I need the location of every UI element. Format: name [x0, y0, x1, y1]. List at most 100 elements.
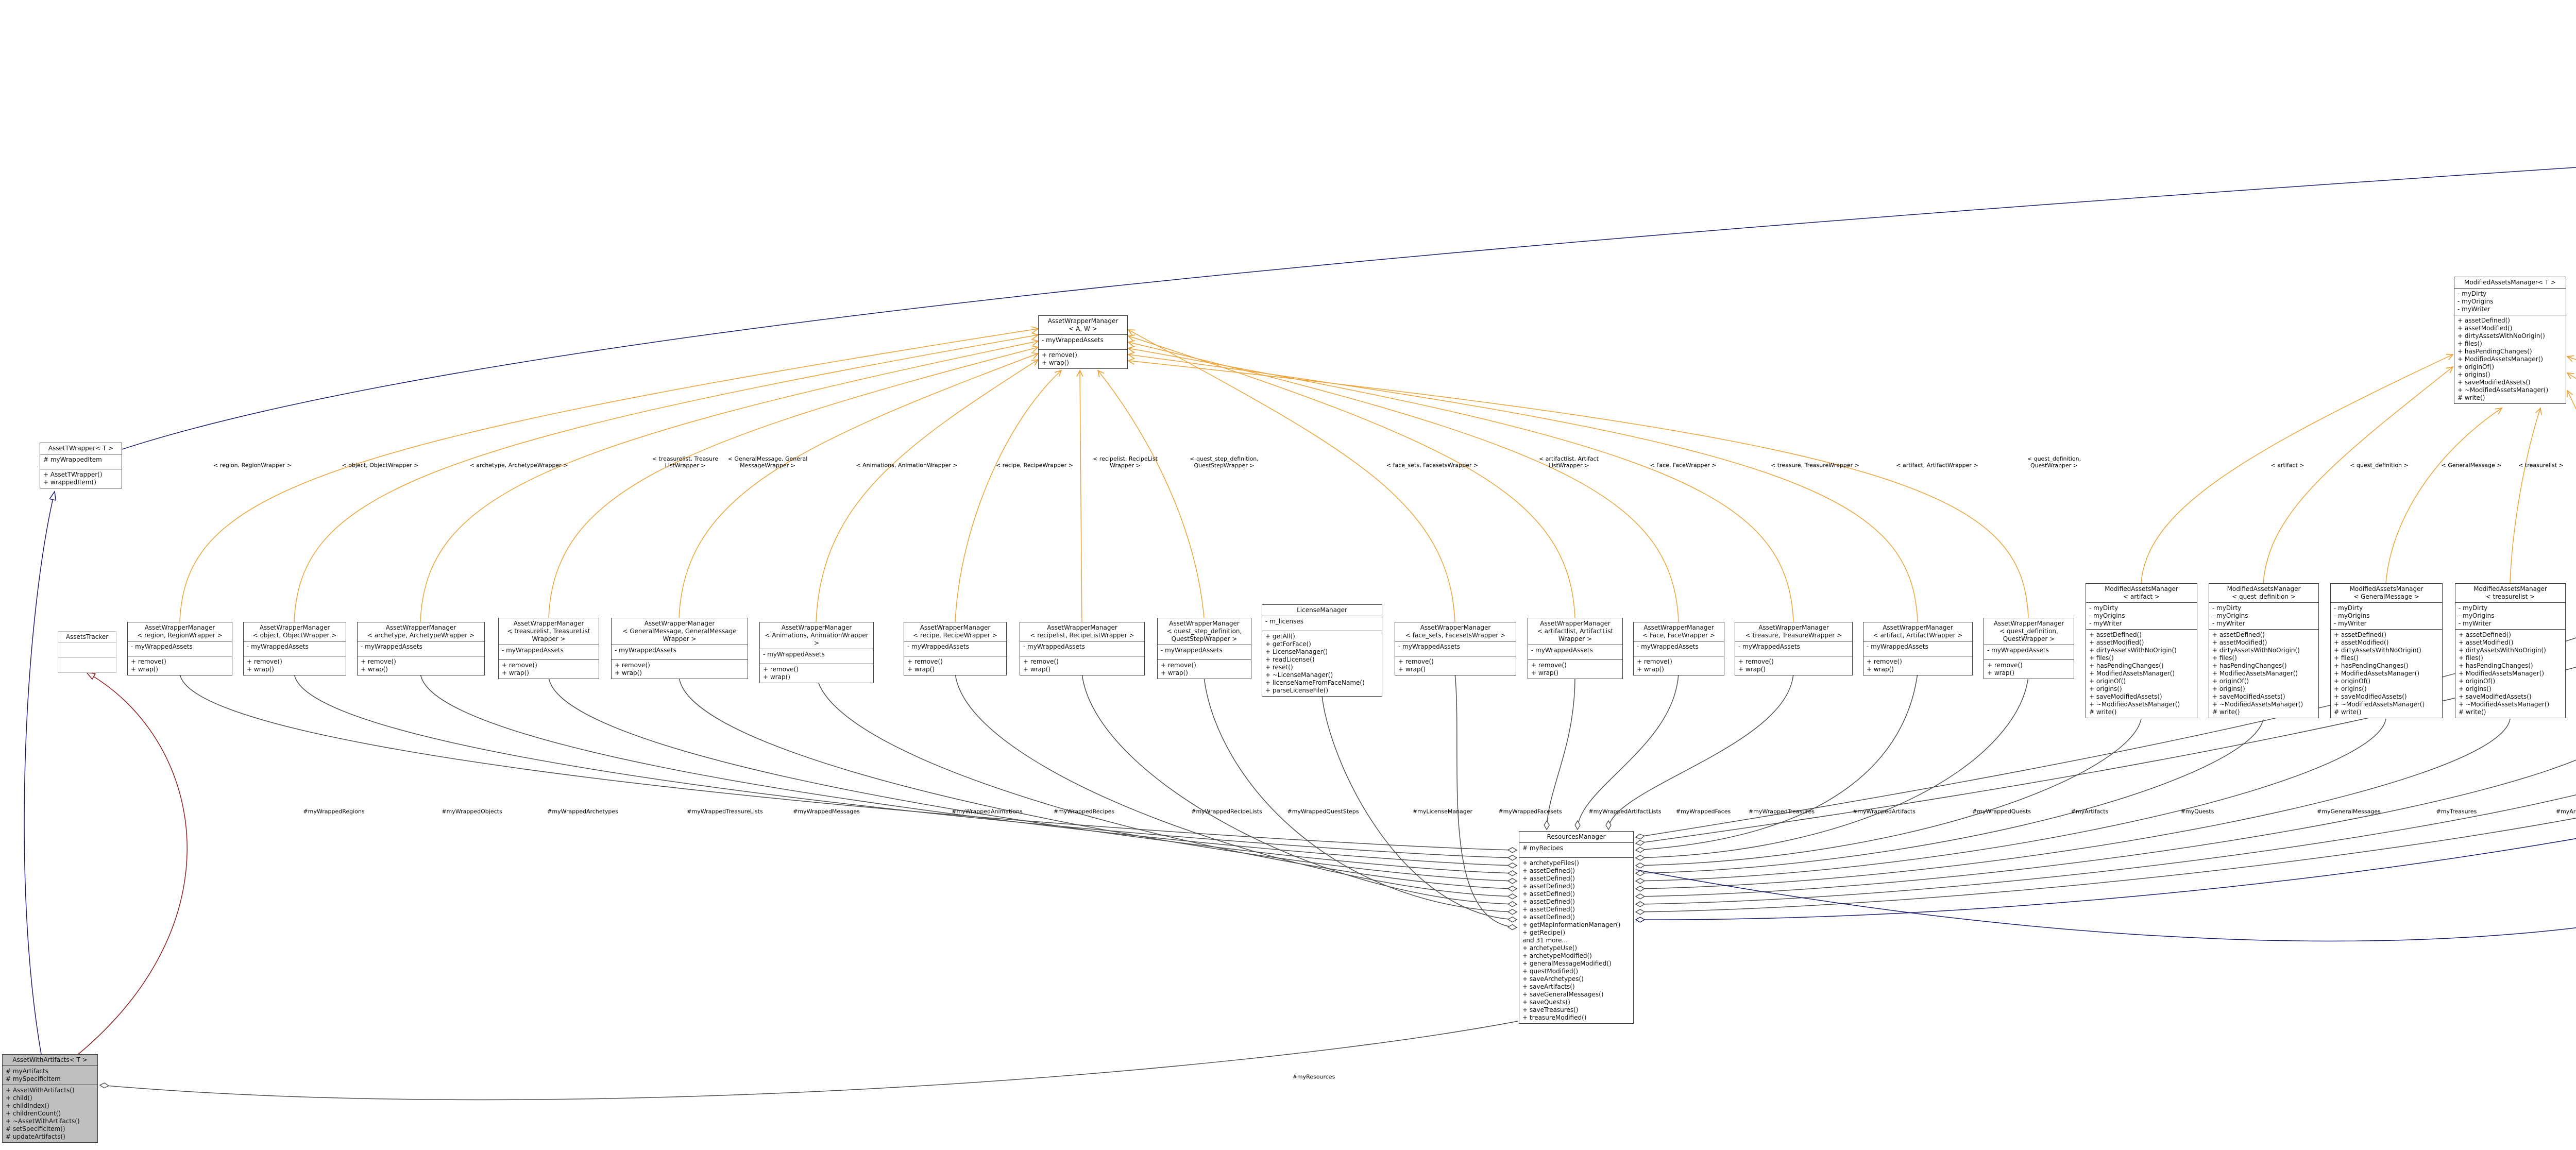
- member: + wrap(): [1738, 666, 1766, 673]
- edge-tmpl-mod-archetype: [2567, 390, 2576, 410]
- edge-member-resources: [99, 1021, 1518, 1101]
- edge-label: #myResources: [1292, 1073, 1335, 1080]
- member: # write(): [2459, 708, 2486, 716]
- member: + assetDefined(): [1522, 890, 1575, 898]
- edge-member-treasurelists: [548, 677, 1518, 876]
- member: - myWrappedAssets: [1738, 643, 1800, 650]
- class-attributes: - myWrappedAssets: [1634, 641, 1724, 656]
- class-title: AssetWrapperManager< GeneralMessage, Gen…: [612, 618, 748, 645]
- member: + assetDefined(): [1522, 867, 1575, 874]
- edge-label: < artifact, ArtifactWrapper >: [1896, 462, 1978, 469]
- edge-label: #myQuests: [2180, 808, 2214, 815]
- member: + dirtyAssetsWithNoOrigin(): [2334, 647, 2421, 654]
- edge-tmpl-mod-face: [2566, 373, 2576, 379]
- member: - myWrappedAssets: [1398, 643, 1460, 650]
- member: - myDirty: [2334, 604, 2363, 612]
- class-awm-questdef[interactable]: AssetWrapperManager< quest_definition,Qu…: [1984, 618, 2074, 679]
- member: + origins(): [2212, 685, 2245, 692]
- edge-label: < region, RegionWrapper >: [213, 462, 292, 469]
- class-mam-treasurelist[interactable]: ModifiedAssetsManager< treasurelist >- m…: [2455, 583, 2566, 718]
- class-resources-manager[interactable]: ResourcesManager# myRecipes+ archetypeFi…: [1519, 831, 1634, 1024]
- edge-inherit-awa-assettwrapper: [24, 492, 55, 1055]
- edge-member-mod-treasures: [1635, 718, 2511, 892]
- member: - myWrappedAssets: [247, 643, 309, 650]
- member: + archetypeFiles(): [1522, 859, 1579, 867]
- class-asset-with-artifacts[interactable]: AssetWithArtifacts< T ># myArtifacts# my…: [2, 1054, 98, 1143]
- member: + wrap(): [361, 666, 388, 673]
- class-attributes: - myWrappedAssets: [128, 641, 232, 656]
- class-awm-generalmessage[interactable]: AssetWrapperManager< GeneralMessage, Gen…: [611, 618, 748, 679]
- edge-label: #myWrappedRecipes: [1053, 808, 1115, 815]
- member: - myOrigins: [2458, 298, 2494, 305]
- class-awm-facesets[interactable]: AssetWrapperManager< face_sets, Facesets…: [1395, 622, 1516, 675]
- edge-member-faces: [1574, 673, 1679, 831]
- class-title: AssetWrapperManager< quest_definition,Qu…: [1984, 618, 2074, 645]
- class-attributes: - myWrappedAssets: [904, 641, 1006, 656]
- class-attributes: - myWrappedAssets: [358, 641, 484, 656]
- class-asset-t-wrapper[interactable]: AssetTWrapper< T ># myWrappedItem+ Asset…: [40, 443, 122, 488]
- edge-tmpl-archetype: [420, 339, 1039, 622]
- member: + ~ModifiedAssetsManager(): [2459, 701, 2550, 708]
- edge-label: < Face, FaceWrapper >: [1650, 462, 1717, 469]
- class-awm-treasure[interactable]: AssetWrapperManager< treasure, TreasureW…: [1735, 622, 1853, 675]
- class-awm-region[interactable]: AssetWrapperManager< region, RegionWrapp…: [127, 622, 232, 675]
- member: + wrap(): [763, 673, 790, 681]
- edge-member-regions: [179, 673, 1518, 853]
- class-attributes: # myWrappedItem: [40, 454, 122, 469]
- member: + assetDefined(): [2212, 631, 2265, 638]
- class-title: AssetWrapperManager< A, W >: [1039, 316, 1127, 335]
- class-modified-assets-manager[interactable]: ModifiedAssetsManager< T >- myDirty- myO…: [2454, 277, 2566, 404]
- edge-label: #myGeneralMessages: [2317, 808, 2381, 815]
- class-awm-artifact[interactable]: AssetWrapperManager< artifact, ArtifactW…: [1863, 622, 1973, 675]
- edge-label: #myWrappedFacesets: [1498, 808, 1562, 815]
- member: + wrap(): [615, 669, 642, 677]
- class-awm-recipe[interactable]: AssetWrapperManager< recipe, RecipeWrapp…: [904, 622, 1007, 675]
- class-license-manager[interactable]: LicenseManager- m_licenses+ getAll()+ ge…: [1262, 604, 1382, 697]
- member: + dirtyAssetsWithNoOrigin(): [2212, 647, 2300, 654]
- class-methods: + remove()+ wrap(): [128, 656, 232, 675]
- class-awm-queststep[interactable]: AssetWrapperManager< quest_step_definiti…: [1157, 618, 1251, 679]
- member: - myWriter: [2212, 620, 2245, 627]
- member: + assetDefined(): [1522, 875, 1575, 882]
- member: + originOf(): [2459, 678, 2496, 685]
- class-methods: + remove()+ wrap(): [612, 660, 748, 679]
- class-awm-face[interactable]: AssetWrapperManager< Face, FaceWrapper >…: [1633, 622, 1724, 675]
- edge-label: #myArtifacts: [2071, 808, 2109, 815]
- class-mam-generalmessage[interactable]: ModifiedAssetsManager< GeneralMessage >-…: [2330, 583, 2443, 718]
- member: + files(): [2212, 654, 2237, 662]
- class-title: AssetWrapperManager< quest_step_definiti…: [1158, 618, 1251, 645]
- edge-tmpl-mod-animations: [2566, 355, 2576, 362]
- member: + dirtyAssetsWithNoOrigin(): [2458, 332, 2545, 340]
- member: + origins(): [2458, 371, 2490, 378]
- edge-member-objects: [294, 673, 1518, 861]
- class-asset-wrapper-manager[interactable]: AssetWrapperManager< A, W >- myWrappedAs…: [1038, 315, 1128, 369]
- class-awm-recipelist[interactable]: AssetWrapperManager< recipelist, RecipeL…: [1020, 622, 1145, 675]
- edge-member-message-manager: [1635, 666, 2576, 846]
- member: + assetDefined(): [1522, 906, 1575, 913]
- class-awm-animations[interactable]: AssetWrapperManager< Animations, Animati…: [759, 622, 874, 683]
- class-awm-artifactlist[interactable]: AssetWrapperManager< artifactlist, Artif…: [1528, 618, 1623, 679]
- member: - myWrappedAssets: [1987, 647, 2049, 654]
- class-title: ModifiedAssetsManager< T >: [2454, 277, 2566, 289]
- edge-label: #myWrappedFaces: [1675, 808, 1731, 815]
- member: + remove(): [1161, 662, 1196, 669]
- class-mam-artifact[interactable]: ModifiedAssetsManager< artifact >- myDir…: [2086, 583, 2197, 718]
- member: # myWrappedItem: [43, 456, 102, 463]
- edge-member-archetypes: [420, 673, 1518, 869]
- class-assets-tracker[interactable]: AssetsTracker: [58, 631, 116, 673]
- edge-member-animations: [816, 673, 1518, 892]
- class-methods: + AssetWithArtifacts()+ child()+ childIn…: [3, 1085, 97, 1142]
- class-title: AssetWrapperManager< archetype, Archetyp…: [358, 622, 484, 641]
- class-awm-archetype[interactable]: AssetWrapperManager< archetype, Archetyp…: [357, 622, 485, 675]
- member: - myWriter: [2458, 306, 2490, 313]
- member: - myWrappedAssets: [907, 643, 969, 650]
- class-awm-treasurelist[interactable]: AssetWrapperManager< treasurelist, Treas…: [498, 618, 599, 679]
- class-mam-questdef[interactable]: ModifiedAssetsManager< quest_definition …: [2209, 583, 2319, 718]
- class-awm-object[interactable]: AssetWrapperManager< object, ObjectWrapp…: [243, 622, 346, 675]
- class-title: ModifiedAssetsManager< quest_definition …: [2209, 584, 2318, 603]
- edge-label: < quest_definition >: [2350, 462, 2409, 469]
- class-methods: [58, 658, 116, 672]
- member: + parseLicenseFile(): [1265, 687, 1329, 694]
- member: + remove(): [502, 662, 537, 669]
